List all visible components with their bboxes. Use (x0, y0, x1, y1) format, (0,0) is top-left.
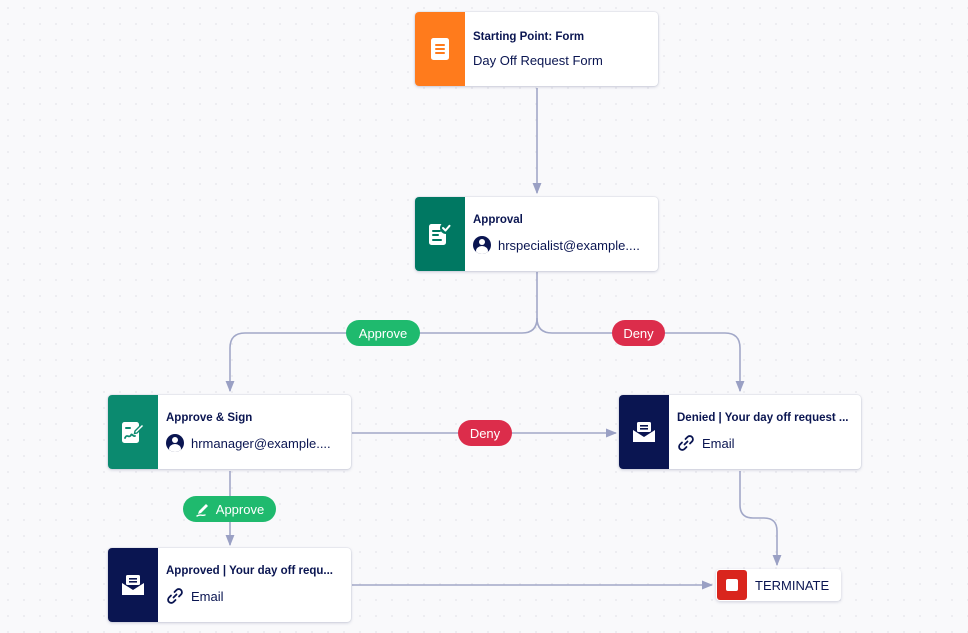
node-title: Approve & Sign (166, 412, 253, 424)
node-subtitle: Day Off Request Form (473, 52, 603, 68)
node-assignee: hrspecialist@example.... (473, 236, 650, 254)
node-title: Approval (473, 214, 523, 226)
form-icon-tile (415, 12, 465, 86)
node-starting-point[interactable]: Starting Point: Form Day Off Request For… (415, 12, 658, 86)
email-icon-tile (619, 395, 669, 469)
terminate-label: TERMINATE (755, 577, 830, 593)
node-subtitle: Email (677, 434, 853, 452)
email-icon (633, 422, 655, 442)
sign-icon (122, 422, 145, 443)
link-icon (678, 435, 694, 451)
node-terminate[interactable]: TERMINATE (716, 569, 841, 601)
email-icon-tile (108, 548, 158, 622)
approve-edge-label[interactable]: Approve (346, 320, 420, 346)
approval-icon (429, 222, 452, 245)
form-icon (431, 38, 449, 60)
deny-edge-label-2[interactable]: Deny (458, 420, 512, 446)
edge-approval-to-denied (536, 317, 745, 393)
node-title: Approved | Your day off requ... (166, 565, 334, 577)
sign-icon-tile (108, 395, 158, 469)
node-approve-sign[interactable]: Approve & Sign hrmanager@example.... (108, 395, 351, 469)
edge-denied-to-terminate (739, 471, 782, 567)
node-subtitle: Email (166, 587, 343, 605)
node-denied-email[interactable]: Denied | Your day off request ... Email (619, 395, 861, 469)
node-title: Starting Point: Form (473, 30, 585, 43)
stop-icon (717, 570, 747, 600)
node-approval[interactable]: Approval hrspecialist@example.... (415, 197, 658, 271)
avatar-icon (166, 434, 184, 452)
node-assignee: hrmanager@example.... (166, 434, 343, 452)
link-icon (167, 588, 183, 604)
deny-edge-label[interactable]: Deny (612, 320, 665, 346)
approve-edge-label-2[interactable]: Approve (183, 496, 276, 522)
avatar-icon (473, 236, 491, 254)
node-approved-email[interactable]: Approved | Your day off requ... Email (108, 548, 351, 622)
approval-icon-tile (415, 197, 465, 271)
signature-icon (196, 504, 208, 517)
node-title: Denied | Your day off request ... (677, 412, 849, 424)
email-icon (122, 575, 144, 595)
